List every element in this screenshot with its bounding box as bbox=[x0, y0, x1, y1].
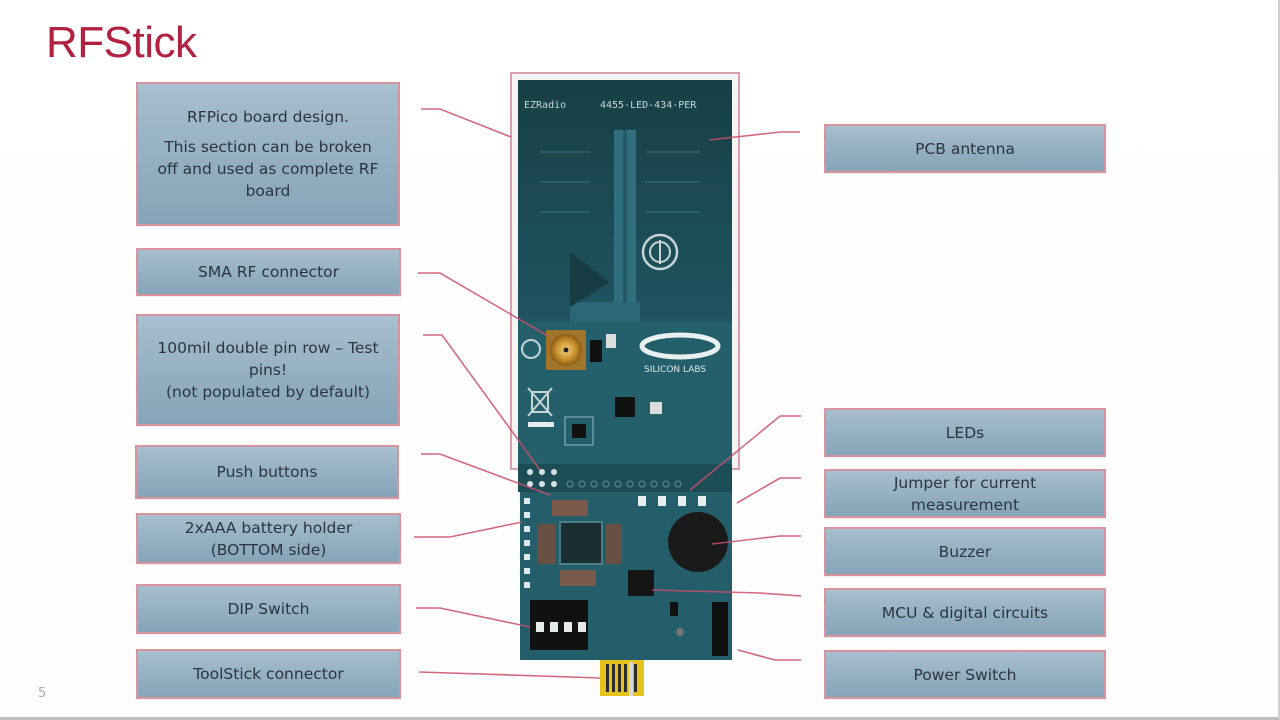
callout-text: RFPico board design. bbox=[187, 108, 349, 126]
callout-text: (not populated by default) bbox=[165, 383, 371, 401]
callout-text: SMA RF connector bbox=[198, 263, 339, 281]
callout-text: pins! bbox=[248, 361, 288, 379]
callout-text: This section can be broken bbox=[164, 138, 372, 156]
callout-text: MCU & digital circuits bbox=[881, 603, 1049, 622]
rfstick-board-image: EZRadio 4455-LED-434-PER SILICON LABS bbox=[510, 72, 740, 700]
callout-text: Jumper for current bbox=[893, 473, 1037, 492]
callout-mcu: MCU & digital circuits bbox=[824, 588, 1106, 637]
push-button-1 bbox=[552, 500, 588, 516]
mcu-chip bbox=[628, 570, 654, 596]
power-switch bbox=[712, 602, 728, 656]
callout-battery-holder: 2xAAA battery holder (BOTTOM side) bbox=[136, 513, 401, 564]
callout-text: Power Switch bbox=[913, 665, 1017, 684]
callout-text: Push buttons bbox=[216, 463, 318, 481]
callout-text: LEDs bbox=[945, 423, 985, 442]
push-button-2 bbox=[560, 570, 596, 586]
silkscreen-ezradio: EZRadio bbox=[524, 100, 566, 111]
callout-text: off and used as complete RF bbox=[157, 160, 379, 178]
buzzer bbox=[668, 512, 728, 572]
callout-rfpico: RFPico board design. This section can be… bbox=[136, 82, 400, 226]
silicon-labs-logo-icon bbox=[639, 332, 721, 360]
silkscreen-part: 4455-LED-434-PER bbox=[600, 100, 697, 111]
callout-dip-switch: DIP Switch bbox=[136, 584, 401, 634]
callout-text: 100mil double pin row – Test bbox=[157, 339, 379, 357]
callout-text: measurement bbox=[910, 495, 1020, 514]
callout-text: board bbox=[245, 182, 291, 200]
callout-push-buttons: Push buttons bbox=[135, 445, 399, 499]
callout-text: 2xAAA battery holder bbox=[184, 518, 353, 537]
callout-power-switch: Power Switch bbox=[824, 650, 1106, 699]
brand-label: SILICON LABS bbox=[644, 365, 706, 375]
callout-text: ToolStick connector bbox=[193, 665, 344, 683]
callout-sma-connector: SMA RF connector bbox=[136, 248, 401, 296]
antenna-logo-icon bbox=[641, 233, 679, 271]
callout-buzzer: Buzzer bbox=[824, 527, 1106, 576]
callout-jumper: Jumper for current measurement bbox=[824, 469, 1106, 518]
callout-text: (BOTTOM side) bbox=[210, 540, 327, 559]
slide-title: RFStick bbox=[46, 18, 197, 67]
callout-text: Buzzer bbox=[938, 542, 992, 561]
page-number: 5 bbox=[38, 686, 47, 701]
callout-text: PCB antenna bbox=[915, 139, 1015, 158]
leds bbox=[638, 496, 706, 506]
weee-icon bbox=[527, 387, 553, 417]
callout-pin-row: 100mil double pin row – Test pins! (not … bbox=[136, 314, 400, 426]
test-pin-row bbox=[518, 464, 732, 492]
callout-pcb-antenna: PCB antenna bbox=[824, 124, 1106, 173]
callout-toolstick-connector: ToolStick connector bbox=[136, 649, 401, 699]
callout-text: DIP Switch bbox=[227, 600, 310, 618]
callout-leds: LEDs bbox=[824, 408, 1106, 457]
